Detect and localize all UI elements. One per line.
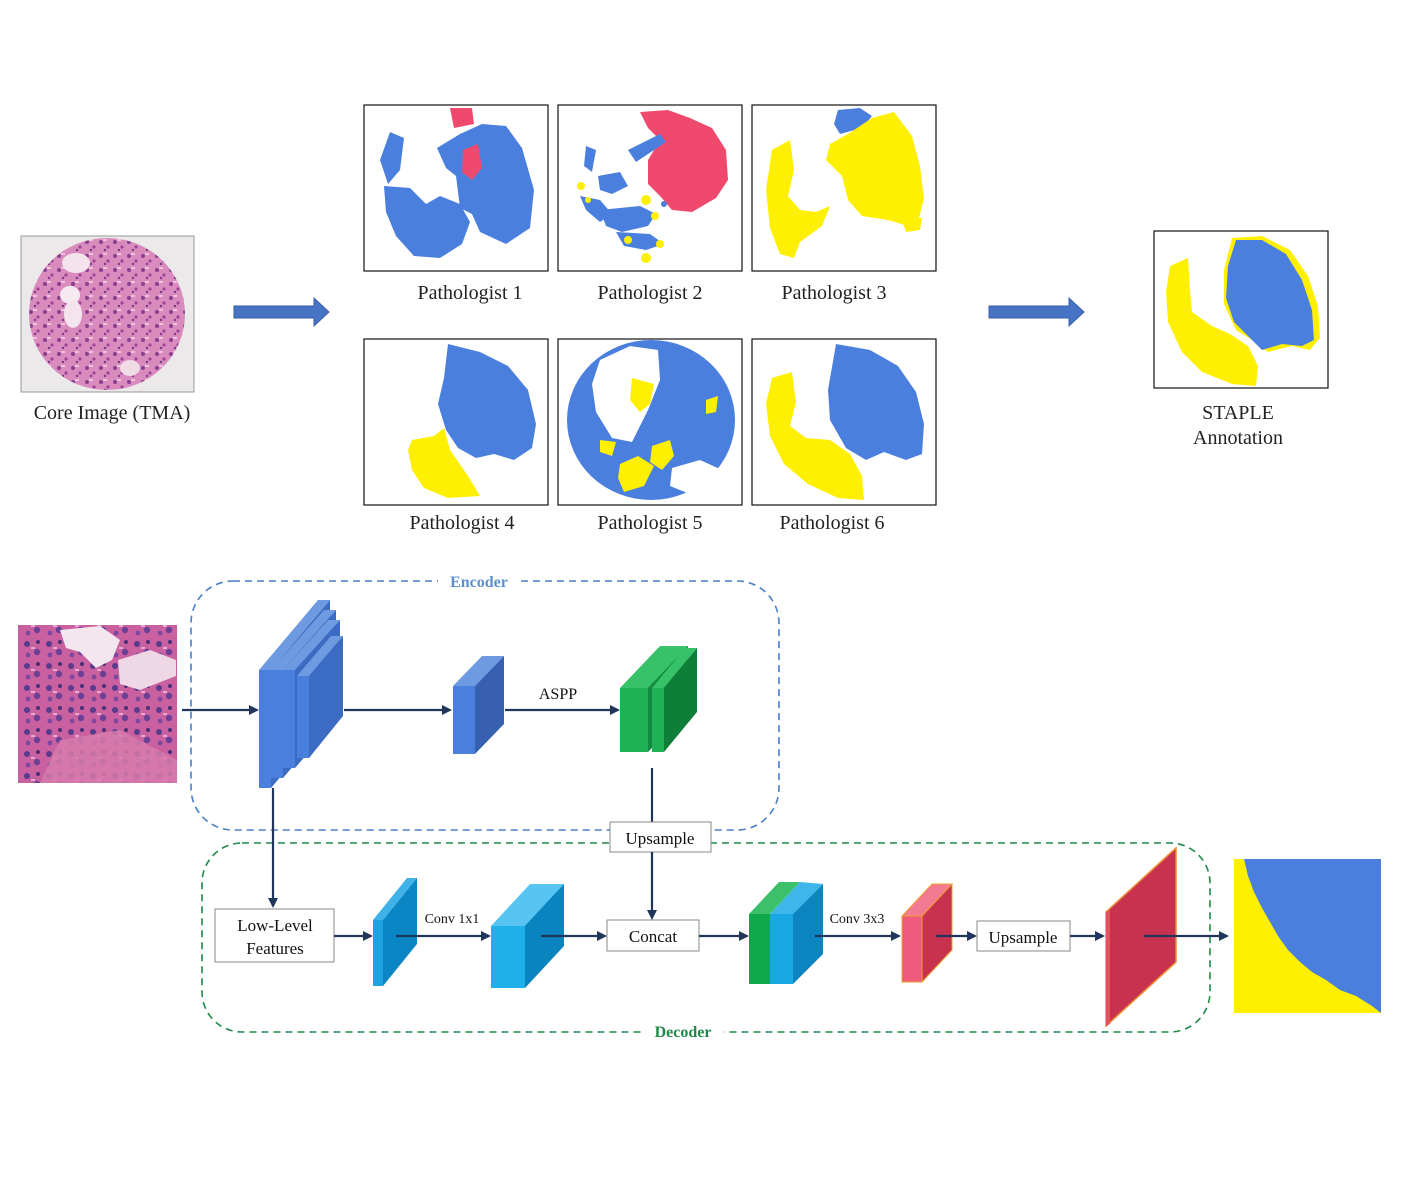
- core-image: [20, 235, 195, 393]
- upsample-top-label: Upsample: [626, 829, 695, 848]
- staple-annotation-mask: [1153, 230, 1329, 389]
- low-level-features-box: [214, 908, 335, 963]
- decoder-label-bg: [642, 1020, 724, 1042]
- arrow-core-to-pathologists: [233, 296, 330, 328]
- input-patch-image: [18, 625, 177, 783]
- staple-label-line2: Annotation: [1193, 427, 1283, 449]
- upsample-box-top: [609, 821, 712, 853]
- low-level-line2: Features: [246, 939, 304, 958]
- upsample-box-right: [976, 920, 1071, 952]
- pathologist-1-mask: [363, 104, 549, 272]
- pathologist-5-label: Pathologist 5: [597, 512, 702, 534]
- arrow-pathologists-to-staple: [988, 296, 1085, 328]
- encoder-feature-block: [453, 656, 504, 754]
- concat-label: Concat: [629, 927, 677, 946]
- encoder-label: Encoder: [450, 574, 508, 591]
- pathologist-5-mask: [557, 338, 743, 506]
- output-segmentation-mask: [1234, 859, 1381, 1013]
- pathologist-4-label: Pathologist 4: [409, 512, 514, 534]
- pathologist-6-label: Pathologist 6: [779, 512, 884, 534]
- upsample-right-label: Upsample: [989, 928, 1058, 947]
- aspp-feature-stack: [620, 646, 697, 752]
- aspp-label: ASPP: [539, 686, 577, 703]
- concatenated-feature-block: [749, 882, 823, 984]
- pathologist-4-mask: [363, 338, 549, 506]
- lowlevel-feature-block: [373, 878, 417, 986]
- low-level-line1: Low-Level: [237, 916, 313, 935]
- pathologist-3-mask: [751, 104, 937, 272]
- staple-label-line1: STAPLE: [1202, 402, 1274, 424]
- concat-box: [606, 919, 700, 952]
- conv3x3-label: Conv 3x3: [830, 912, 885, 927]
- pathologist-2-label: Pathologist 2: [597, 282, 702, 304]
- upsampled-output-plane: [1105, 846, 1177, 1028]
- conv3x3-feature-block: [900, 882, 954, 984]
- pathologist-1-label: Pathologist 1: [417, 282, 522, 304]
- pathologist-3-label: Pathologist 3: [781, 282, 886, 304]
- core-image-label: Core Image (TMA): [34, 402, 191, 424]
- encoder-label-bg: [438, 570, 520, 592]
- backbone-feature-stack: [259, 600, 343, 788]
- pathologist-2-mask: [557, 104, 743, 272]
- pathologist-6-mask: [751, 338, 937, 506]
- decoder-label: Decoder: [655, 1024, 712, 1041]
- conv1x1-label: Conv 1x1: [425, 912, 480, 927]
